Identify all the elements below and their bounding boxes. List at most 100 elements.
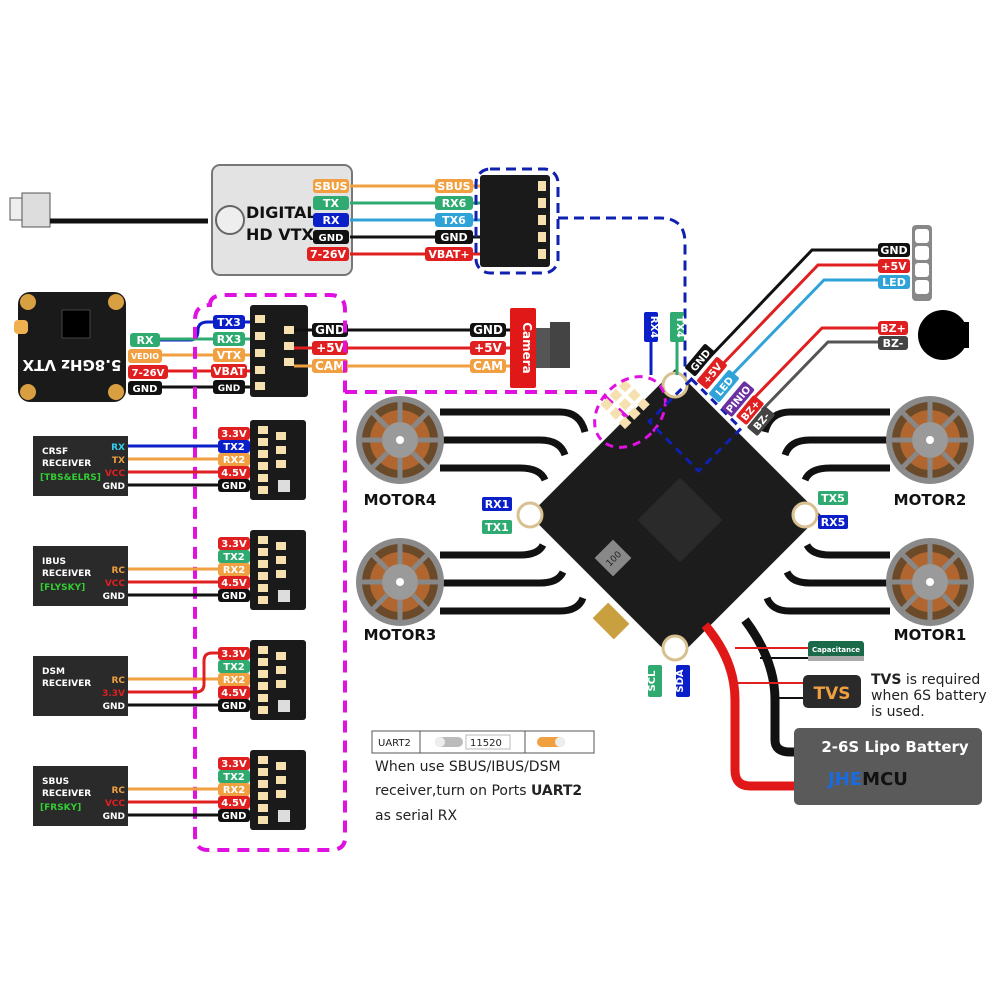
cam-pin-label: GND <box>473 323 503 337</box>
pad-label: 3.3V <box>221 649 247 660</box>
receiver-pin: VCC <box>105 799 126 809</box>
receiver-name: DSM <box>42 667 65 677</box>
receiver-name: RECEIVER <box>42 569 91 579</box>
receiver-pin: RC <box>111 786 125 796</box>
camera-pad-labels: GND +5V CAM GND +5V CAM <box>312 323 506 373</box>
receiver-1: IBUSRECEIVER[FLYSKY]RCVCCGND3.3VTX2RX24.… <box>33 530 306 610</box>
pad-label: SBUS <box>437 180 470 193</box>
svg-text:receiver,turn on Ports UART2: receiver,turn on Ports UART2 <box>375 783 582 799</box>
receiver-pin: TX <box>112 456 125 466</box>
motor-1 <box>886 538 974 626</box>
uart-note-line1: When use SBUS/IBUS/DSM <box>375 759 561 775</box>
receiver-pin: RC <box>111 676 125 686</box>
camera-module: Camera <box>510 308 570 388</box>
uart-breakout-board <box>474 167 560 275</box>
uart-note: UART2 11520 When use SBUS/IBUS/DSM recei… <box>371 730 595 824</box>
dashed-group-magenta <box>193 293 347 852</box>
pad-label: TX2 <box>223 772 245 783</box>
pad-label: +5V <box>316 341 344 355</box>
pad-label: RX5 <box>821 516 846 529</box>
uart-note-bold: UART2 <box>531 783 582 799</box>
pad-label: TX2 <box>223 662 245 673</box>
pin-label: LED <box>882 276 906 289</box>
pad-label: GND <box>440 231 467 244</box>
pad-label: GND <box>222 591 247 602</box>
pad-label: 4.5V <box>221 688 247 699</box>
motor-label: MOTOR3 <box>364 626 437 644</box>
led-buzzer-wires <box>703 248 880 412</box>
pin-label: RX <box>323 214 340 227</box>
pad-label: RX6 <box>442 197 467 210</box>
pad-label: GND <box>222 481 247 492</box>
pad-label: 4.5V <box>221 578 247 589</box>
pad-label: RX2 <box>223 455 245 466</box>
pad-label: 4.5V <box>221 468 247 479</box>
pad-label: 4.5V <box>221 798 247 809</box>
uart-port-label: UART2 <box>378 738 411 749</box>
tvs-diode: TVS <box>803 675 861 708</box>
receiver-pin: VCC <box>105 469 126 479</box>
pin-label: RX <box>137 334 154 347</box>
power-wires <box>701 617 810 791</box>
uart-note-line3: as serial RX <box>375 808 458 824</box>
pad-label: RX4 <box>648 316 659 338</box>
pad-label: 3.3V <box>221 759 247 770</box>
pad-label: GND <box>222 811 247 822</box>
pad-label: RX2 <box>223 785 245 796</box>
receiver-pin: 3.3V <box>102 689 125 699</box>
pad-label: TX2 <box>223 442 245 453</box>
receiver-pin: VCC <box>105 579 126 589</box>
motor-label: MOTOR4 <box>364 491 437 509</box>
pad-label: RX2 <box>223 565 245 576</box>
mcu-chip <box>637 477 723 563</box>
pad-label: VTX <box>217 349 242 362</box>
digital-vtx-title-1: DIGITAL <box>246 203 317 222</box>
pad-label: TX3 <box>217 316 241 329</box>
receiver-name: RECEIVER <box>42 459 91 469</box>
digital-vtx-title-2: HD VTX <box>246 225 315 244</box>
receiver-3: SBUSRECEIVER[FRSKY]RCVCCGND3.3VTX2RX24.5… <box>33 750 306 830</box>
pin-label: GND <box>319 233 344 244</box>
pad-label: GND <box>222 701 247 712</box>
pin-label: BZ- <box>883 337 904 350</box>
camera-breakout-board <box>250 305 308 397</box>
pin-label: +5V <box>881 260 907 273</box>
pin-label: 7-26V <box>132 368 165 379</box>
motor-4 <box>356 396 444 484</box>
motor-label: MOTOR1 <box>894 626 967 644</box>
pin-label: GND <box>880 244 907 257</box>
capacitance-label: Capacitance <box>812 646 860 654</box>
camera-title: Camera <box>520 322 534 374</box>
motor-label: MOTOR2 <box>894 491 967 509</box>
motor-2 <box>886 396 974 484</box>
pin-label: BZ+ <box>880 322 906 335</box>
led-strip: GND +5V LED <box>878 225 932 301</box>
pad-label: TX1 <box>485 521 509 534</box>
pad-label: RX1 <box>485 498 510 511</box>
receiver-pin: GND <box>103 592 125 602</box>
cam-pin-label: CAM <box>473 359 503 373</box>
pin-label: 7-26V <box>310 248 347 261</box>
capacitor: Capacitance <box>808 641 864 661</box>
pad-label: TX6 <box>442 214 466 227</box>
pad-label: SCL <box>647 670 658 692</box>
usb-port <box>592 602 630 640</box>
lipo-battery: 2-6S Lipo Battery JHEMCU <box>794 728 982 805</box>
pin-label: VEDIO <box>131 352 159 361</box>
pad-label: TX2 <box>223 552 245 563</box>
pad-label: SDA <box>675 669 686 693</box>
receiver-brand: [TBS&ELRS] <box>40 473 101 483</box>
tvs-label: TVS <box>814 684 851 704</box>
pad-label: CAM <box>315 359 345 373</box>
receiver-pin: GND <box>103 482 125 492</box>
pad-label: VBAT+ <box>428 248 469 261</box>
analog-vtx-module: 5.8GHz VTX <box>14 292 126 402</box>
receiver-name: IBUS <box>42 557 66 567</box>
uart-note-line2: receiver,turn on Ports <box>375 783 531 799</box>
receiver-0: CRSFRECEIVER[TBS&ELRS]RXTXVCCGND3.3VTX2R… <box>33 420 306 500</box>
svg-text:is used.: is used. <box>871 704 925 720</box>
receivers: CRSFRECEIVER[TBS&ELRS]RXTXVCCGND3.3VTX2R… <box>33 420 306 830</box>
receiver-name: RECEIVER <box>42 679 91 689</box>
